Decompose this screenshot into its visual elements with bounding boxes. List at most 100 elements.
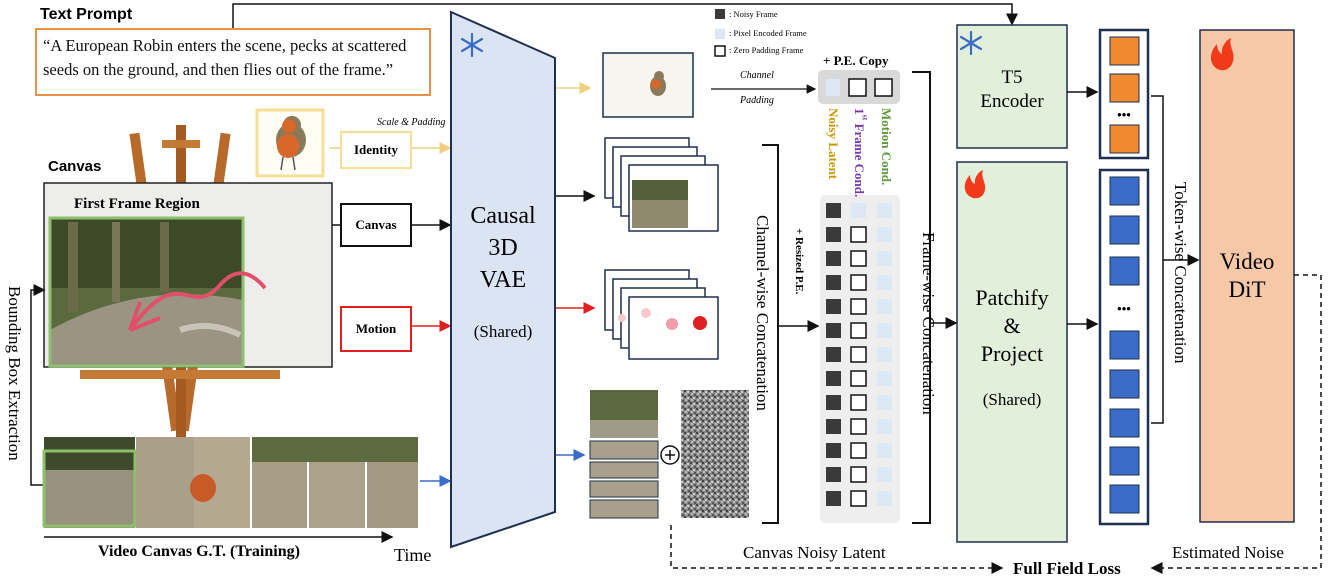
noisy-frame-cell bbox=[826, 491, 841, 506]
video-token-cell bbox=[1109, 446, 1140, 476]
pe-copy-label: + P.E. Copy bbox=[823, 53, 889, 68]
text-token-cell bbox=[1109, 73, 1140, 103]
latent-grid bbox=[826, 203, 892, 507]
vae-label-line1: Causal bbox=[470, 203, 536, 229]
legend-noisy-swatch bbox=[715, 9, 725, 19]
frame-concat-bracket bbox=[912, 71, 931, 524]
zero-padding-cell bbox=[850, 394, 867, 411]
noisy-frame-cell bbox=[826, 275, 841, 290]
time-label: Time bbox=[394, 545, 432, 565]
vae-label-line2: 3D bbox=[488, 235, 518, 261]
pixel-encoded-cell bbox=[877, 227, 892, 242]
pixel-encoded-cell bbox=[877, 203, 892, 218]
legend-noisy-label: : Noisy Frame bbox=[729, 9, 778, 19]
zero-padding-cell bbox=[850, 274, 867, 291]
legend-zero-swatch bbox=[714, 45, 726, 57]
t5-snowflake-icon bbox=[959, 30, 983, 56]
motion-input-box: Motion bbox=[340, 306, 412, 352]
motion-cond-col-label: Motion Cond. bbox=[879, 108, 894, 186]
pixel-encoded-cell bbox=[877, 419, 892, 434]
pixel-encoded-cell bbox=[851, 203, 866, 218]
noisy-frame-cell bbox=[826, 347, 841, 362]
dit-label: Video DiT bbox=[1200, 248, 1294, 304]
channel-concat-label: Channel-wise Concatenation bbox=[753, 215, 772, 411]
video-gt-label: Video Canvas G.T. (Training) bbox=[98, 543, 300, 560]
noisy-frame-cell bbox=[826, 467, 841, 482]
video-token-dots: ••• bbox=[1117, 301, 1131, 316]
pixel-encoded-cell bbox=[877, 299, 892, 314]
prompt-to-t5-connector bbox=[232, 3, 1018, 28]
pixel-encoded-cell bbox=[877, 251, 892, 266]
channel-label: Channel bbox=[740, 70, 774, 81]
zero-padding-cell bbox=[850, 466, 867, 483]
legend-pixel-swatch bbox=[715, 29, 725, 39]
zero-padding-cell bbox=[850, 442, 867, 459]
first-frame-num: 1 bbox=[852, 108, 867, 115]
estimated-noise-connector bbox=[1150, 274, 1322, 574]
text-token-cell bbox=[1109, 124, 1140, 154]
canvas-noisy-latent-label: Canvas Noisy Latent bbox=[743, 543, 886, 562]
vae-label: Causal 3D VAE (Shared) bbox=[451, 200, 555, 348]
first-frame-sup: st bbox=[860, 114, 870, 121]
identity-input-box: Identity bbox=[340, 131, 412, 169]
vae-label-line3: VAE bbox=[479, 267, 527, 293]
estimated-noise-label: Estimated Noise bbox=[1172, 543, 1284, 562]
first-frame-image bbox=[48, 216, 267, 368]
noisy-latent-col-label: Noisy Latent bbox=[826, 108, 841, 180]
identity-robin-image bbox=[255, 108, 325, 178]
canvas-title: Canvas bbox=[48, 158, 102, 175]
scale-padding-label: Scale & Padding bbox=[377, 117, 446, 128]
patchify-flame-icon bbox=[964, 170, 986, 199]
zero-padding-cell bbox=[850, 490, 867, 507]
canvas-latent-stack bbox=[604, 137, 719, 232]
video-latent-strips bbox=[589, 390, 659, 519]
pixel-encoded-cell bbox=[877, 443, 892, 458]
t5-label-line1: T5 bbox=[1001, 67, 1023, 88]
frame-concat-label: Frame-wise Concatenation bbox=[919, 232, 938, 415]
noisy-frame-cell bbox=[826, 203, 841, 218]
zero-padding-cell bbox=[850, 298, 867, 315]
pixel-encoded-cell bbox=[877, 467, 892, 482]
noisy-frame-cell bbox=[826, 395, 841, 410]
pixel-encoded-cell bbox=[877, 395, 892, 410]
patchify-label-line2: & bbox=[1003, 313, 1021, 338]
zero-padding-cell bbox=[850, 418, 867, 435]
video-token-cell bbox=[1109, 330, 1140, 360]
resized-pe-label: + Resized P.E. bbox=[793, 228, 805, 295]
noisy-frame-cell bbox=[826, 251, 841, 266]
noisy-frame-cell bbox=[826, 299, 841, 314]
t5-label: T5 Encoder bbox=[957, 66, 1067, 114]
vae-shared-label: (Shared) bbox=[473, 322, 533, 341]
pixel-encoded-cell bbox=[877, 275, 892, 290]
zero-padding-cell bbox=[850, 370, 867, 387]
video-token-cell bbox=[1109, 256, 1140, 286]
padding-label: Padding bbox=[740, 95, 774, 106]
first-frame-region-label: First Frame Region bbox=[74, 196, 200, 212]
video-gt-frames bbox=[42, 437, 418, 528]
vae-snowflake-icon bbox=[460, 32, 484, 58]
dit-label-line1: Video bbox=[1219, 249, 1275, 274]
noisy-frame-cell bbox=[826, 323, 841, 338]
video-token-cell bbox=[1109, 369, 1140, 399]
zero-padding-cell bbox=[850, 250, 867, 267]
canvas-input-box: Canvas bbox=[340, 203, 412, 247]
token-concat-label: Token-wise Concatenation bbox=[1171, 182, 1190, 364]
patchify-shared-label: (Shared) bbox=[982, 390, 1042, 409]
text-token-cell bbox=[1109, 36, 1140, 66]
video-token-cell bbox=[1109, 176, 1140, 206]
bbox-extraction-label: Bounding Box Extraction bbox=[5, 286, 24, 461]
pixel-encoded-cell bbox=[877, 491, 892, 506]
zero-padding-cell bbox=[850, 346, 867, 363]
motion-latent-stack bbox=[604, 269, 719, 360]
noisy-frame-cell bbox=[826, 443, 841, 458]
patchify-label-line1: Patchify bbox=[975, 285, 1049, 310]
video-dit-block bbox=[1199, 29, 1295, 523]
pixel-encoded-cell bbox=[877, 371, 892, 386]
dit-flame-icon bbox=[1210, 38, 1234, 71]
patchify-label: Patchify & Project (Shared) bbox=[957, 284, 1067, 414]
first-frame-cond-col-label: 1st Frame Cond. bbox=[851, 108, 869, 197]
noisy-frame-cell bbox=[826, 371, 841, 386]
text-prompt-title: Text Prompt bbox=[40, 6, 133, 23]
bbox-extraction-connector bbox=[30, 284, 48, 486]
text-token-dots: ••• bbox=[1117, 107, 1131, 122]
